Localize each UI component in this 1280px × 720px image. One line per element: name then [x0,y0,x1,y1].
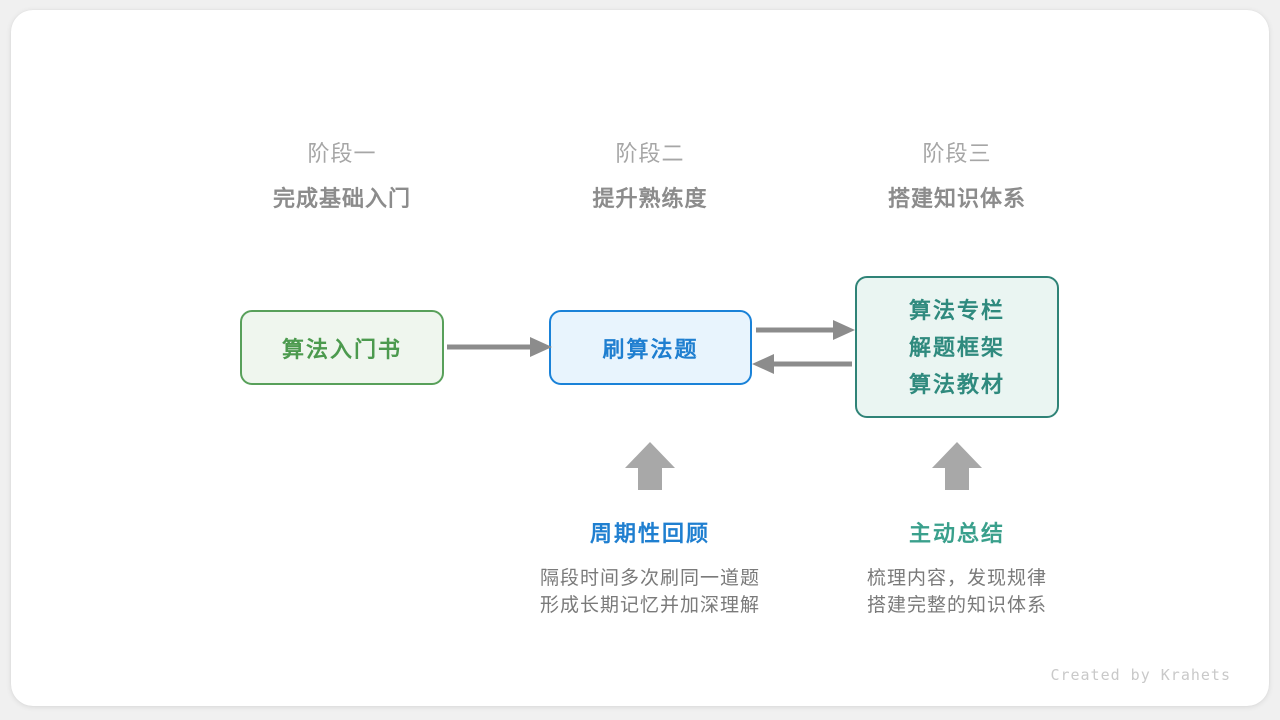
node-practice-problems[interactable]: 刷算法题 [549,310,752,385]
arrow-book-to-practice [447,337,552,357]
node-resource-line-2: 解题框架 [908,334,1005,360]
note-periodic-review: 周期性回顾 隔段时间多次刷同一道题 形成长期记忆并加深理解 [490,519,810,619]
stage-title-1: 完成基础入门 [272,186,411,211]
stage-label-2: 阶段二 [615,141,685,166]
node-resource-line-1: 算法专栏 [908,297,1005,323]
note-summary-body: 梳理内容，发现规律 搭建完整的知识体系 [797,565,1117,619]
node-learning-resources[interactable]: 算法专栏 解题框架 算法教材 [855,276,1059,418]
stage-title-3: 搭建知识体系 [887,186,1026,211]
note-summary-body-line-1: 梳理内容，发现规律 [866,568,1047,589]
arrow-resources-to-practice [752,354,852,374]
note-summary-body-line-2: 搭建完整的知识体系 [866,595,1047,616]
stage-header-1: 阶段一 完成基础入门 [192,138,492,216]
node-practice-label: 刷算法题 [602,336,699,362]
note-review-body-line-2: 形成长期记忆并加深理解 [539,595,760,616]
node-book-label: 算法入门书 [281,336,402,362]
diagram-card: 阶段一 完成基础入门 阶段二 提升熟练度 阶段三 搭建知识体系 算法入门书 刷算… [11,10,1269,706]
stage-label-1: 阶段一 [307,141,377,166]
note-active-summary: 主动总结 梳理内容，发现规律 搭建完整的知识体系 [797,519,1117,619]
node-algorithm-intro-book[interactable]: 算法入门书 [240,310,444,385]
footer-credit: Created by Krahets [1050,666,1231,684]
note-review-body-line-1: 隔段时间多次刷同一道题 [539,568,760,589]
stage-header-2: 阶段二 提升熟练度 [500,138,800,216]
stage-header-3: 阶段三 搭建知识体系 [807,138,1107,216]
note-review-title: 周期性回顾 [589,521,710,546]
arrow-summary-up [932,442,982,490]
stage-title-2: 提升熟练度 [592,186,708,211]
note-review-body: 隔段时间多次刷同一道题 形成长期记忆并加深理解 [490,565,810,619]
arrow-review-up [625,442,675,490]
node-resource-line-3: 算法教材 [908,371,1005,397]
note-summary-title: 主动总结 [908,521,1005,546]
stage-label-3: 阶段三 [922,141,992,166]
arrow-practice-to-resources [756,320,855,340]
